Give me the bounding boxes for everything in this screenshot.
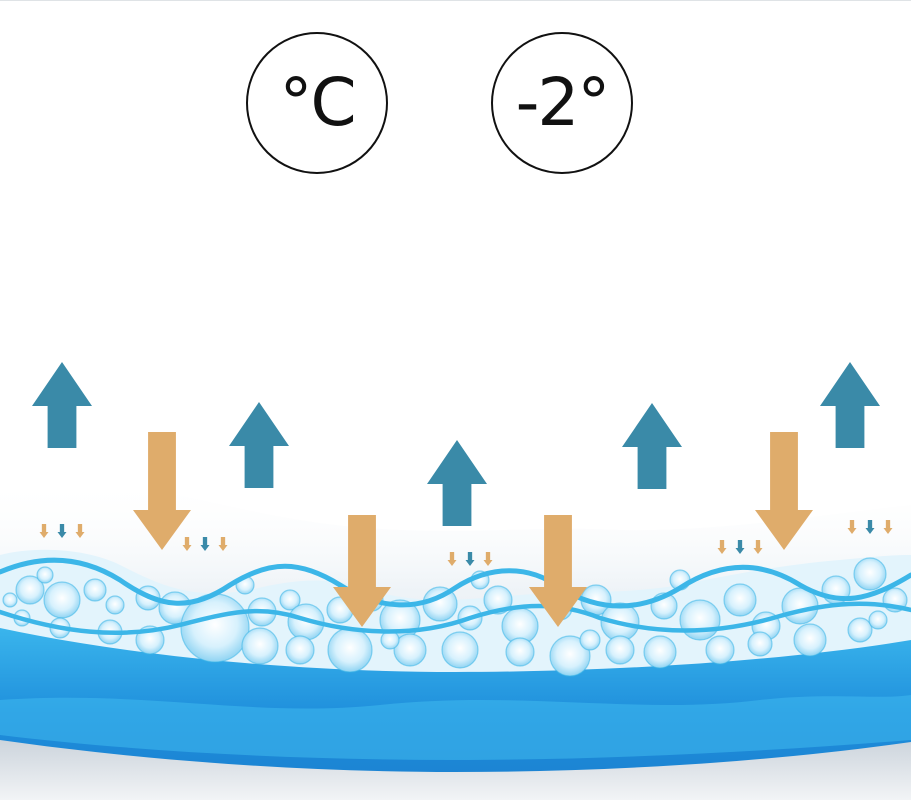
down-arrow-icon <box>865 520 875 534</box>
temperature-drop-badge-text: -2° <box>515 64 611 141</box>
bubble <box>643 635 677 669</box>
bubble <box>723 583 757 617</box>
bubble <box>868 610 888 630</box>
down-arrow-icon <box>883 520 893 534</box>
down-arrow-icon <box>735 540 745 554</box>
down-arrow-icon <box>755 432 813 550</box>
up-arrow-icon <box>32 362 92 448</box>
down-arrow-icon <box>483 552 493 566</box>
down-arrow-icon <box>753 540 763 554</box>
down-arrow-icon <box>75 524 85 538</box>
down-arrow-icon <box>333 515 391 627</box>
up-arrow-icon <box>229 402 289 488</box>
bubble <box>241 627 279 665</box>
down-arrow-icon <box>218 537 228 551</box>
bubble <box>2 592 18 608</box>
celsius-badge: °C <box>246 32 388 174</box>
water-highlight <box>0 695 911 760</box>
bubble <box>853 557 887 591</box>
bubble <box>393 633 427 667</box>
wave-line <box>0 557 911 609</box>
temperature-drop-badge: -2° <box>491 32 633 174</box>
down-arrow-icon <box>200 537 210 551</box>
bubble <box>847 617 873 643</box>
wave-line-lower <box>0 601 911 636</box>
down-arrow-icon <box>447 552 457 566</box>
up-arrow-icon <box>622 403 682 489</box>
bubble <box>36 566 54 584</box>
down-arrow-icon <box>465 552 475 566</box>
bubble <box>83 578 107 602</box>
bubble <box>441 631 479 669</box>
bubble <box>327 627 373 673</box>
bubble <box>579 629 601 651</box>
down-arrow-icon <box>133 432 191 550</box>
bubble-cluster <box>2 557 908 677</box>
bubble <box>549 635 591 677</box>
down-arrow-icon <box>182 537 192 551</box>
bubble <box>679 599 721 641</box>
up-arrow-icon <box>820 362 880 448</box>
top-rule <box>0 0 911 1</box>
down-arrow-icon <box>847 520 857 534</box>
bubble <box>747 631 773 657</box>
bubble <box>285 635 315 665</box>
bubble <box>793 623 827 657</box>
bubble <box>705 635 735 665</box>
base-layer <box>0 740 911 800</box>
up-arrow-icon <box>427 440 487 526</box>
bubble <box>43 581 81 619</box>
bubble <box>505 637 535 667</box>
bubble <box>279 589 301 611</box>
heat-flow-arrows <box>32 362 893 627</box>
celsius-badge-text: °C <box>279 64 356 141</box>
down-arrow-icon <box>57 524 67 538</box>
bubble <box>105 595 125 615</box>
bubble <box>605 635 635 665</box>
down-arrow-icon <box>39 524 49 538</box>
bubble <box>15 575 45 605</box>
down-arrow-icon <box>717 540 727 554</box>
down-arrow-icon <box>529 515 587 627</box>
